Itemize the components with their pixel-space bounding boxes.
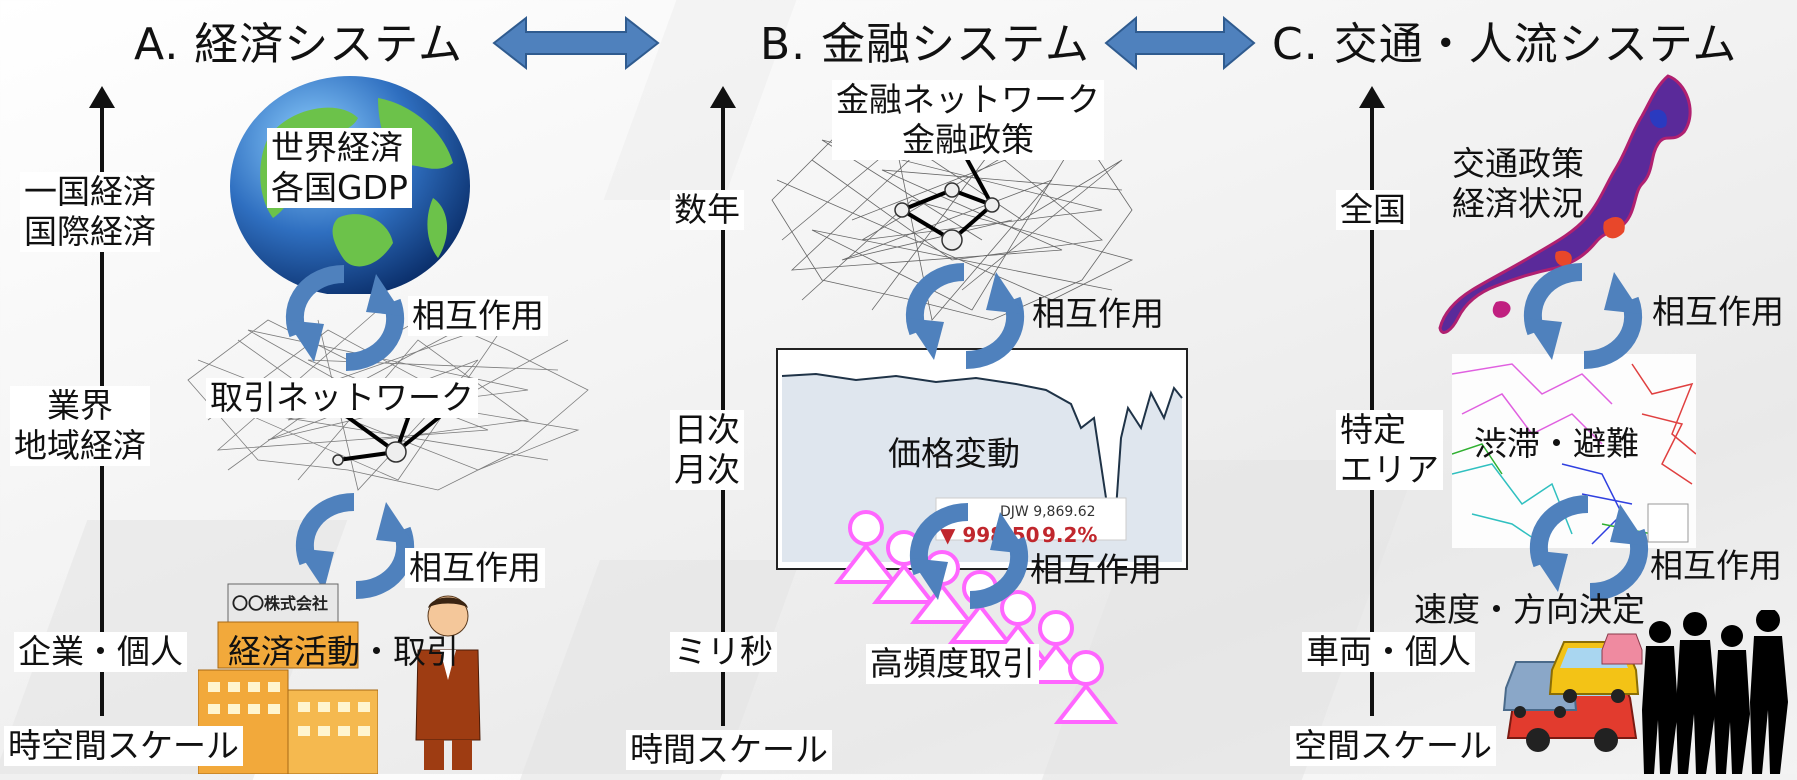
globe-label: 世界経済 各国GDP [267,128,412,208]
scale-mid-traffic: 特定 エリア [1336,410,1443,490]
scale-mid-economy: 業界 地域経済 [10,386,150,466]
title-traffic: C. 交通・人流システム [1272,19,1738,70]
scale-bottom-finance: ミリ秒 [670,632,777,672]
interaction-label: 相互作用 [405,548,545,588]
finance-network-label: 金融ネットワーク 金融政策 [832,80,1104,160]
interaction-label: 相互作用 [1030,550,1162,589]
businessman-icon [415,595,481,770]
axis-label-finance: 時間スケール [626,730,832,770]
interaction-label: 相互作用 [1650,546,1782,585]
cycle-arrows-icon [285,265,405,371]
title-finance: B. 金融システム [760,19,1090,70]
decision-label: 速度・方向決定 [1414,590,1645,629]
cycle-arrows-icon [905,263,1025,369]
interaction-label: 相互作用 [1652,292,1784,331]
axis-label-traffic: 空間スケール [1290,726,1496,766]
scale-bottom-economy: 企業・個人 [14,632,187,672]
crowd-silhouette-icon [1642,610,1788,774]
interaction-label: 相互作用 [408,296,548,336]
price-chart-icon [776,348,1188,570]
company-sign: 〇〇株式会社 [232,594,329,613]
scale-top-economy: 一国経済 国際経済 [20,172,160,252]
axis-label-economy: 時空間スケール [4,726,243,766]
scale-top-traffic: 全国 [1336,190,1410,230]
title-economy: A. 経済システム [134,19,463,70]
map-label: 交通政策 経済状況 [1452,144,1584,223]
building-icon [198,583,378,774]
cycle-arrows-icon [1523,263,1643,369]
axis-arrowhead [89,86,115,108]
axis-arrowhead [710,86,736,108]
cycle-arrows-icon [909,503,1029,609]
hft-label: 高頻度取引 [866,644,1039,684]
ticker-index: DJW 9,869.62 [1000,504,1096,520]
scale-mid-finance: 日次 月次 [670,410,744,490]
ticker-pct: 9.2% [1042,523,1098,547]
interaction-label: 相互作用 [1032,294,1164,333]
scale-top-finance: 数年 [670,190,744,230]
cycle-arrows-icon [295,493,415,599]
car-icon [1601,633,1643,665]
japan-map-icon [1438,74,1692,334]
axis-arrowhead [1359,86,1385,108]
cycle-arrows-icon [1529,495,1649,601]
double-arrow-icon [1104,15,1256,71]
activity-label: 経済活動・取引 [228,632,459,671]
area-map-icon [1452,354,1696,548]
scale-bottom-traffic: 車両・個人 [1302,632,1475,672]
double-arrow-icon [492,15,660,71]
network-label: 取引ネットワーク [206,378,478,418]
area-label: 渋滞・避難 [1474,424,1639,463]
price-label: 価格変動 [888,434,1020,473]
